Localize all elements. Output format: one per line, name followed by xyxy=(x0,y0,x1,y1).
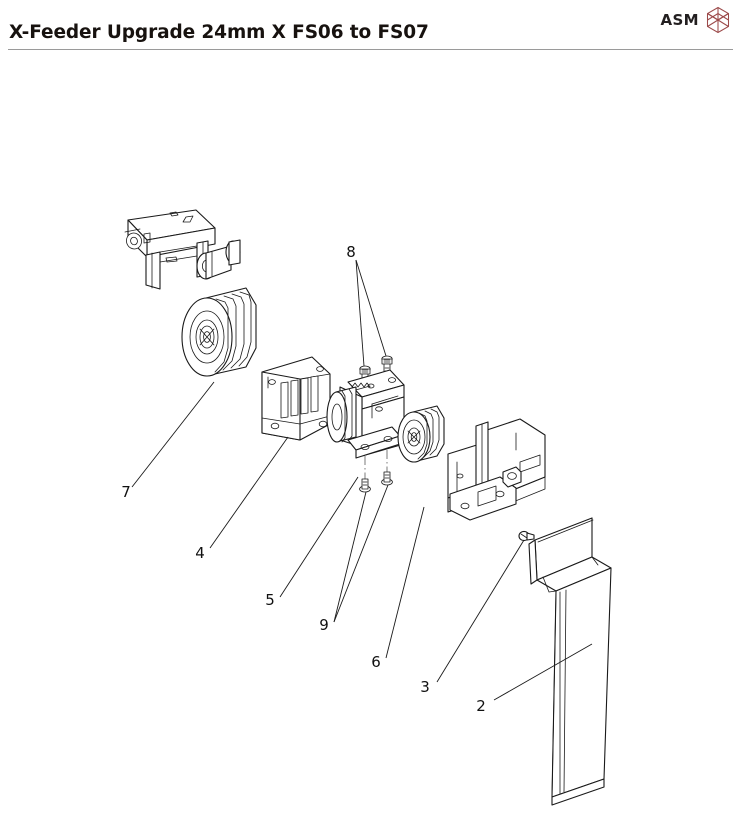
leader-7 xyxy=(131,381,215,488)
leader-9a xyxy=(333,491,367,623)
callout-number-3: 3 xyxy=(420,678,430,696)
screw-lower-right xyxy=(381,471,393,486)
part-housing-frame-bracket xyxy=(447,418,546,521)
leader-lines xyxy=(131,259,593,701)
leader-8b xyxy=(355,259,387,357)
part-center-clamp-bracket xyxy=(326,369,405,459)
callout-number-8: 8 xyxy=(346,243,356,261)
callout-number-6: 6 xyxy=(371,653,381,671)
part-small-ribbed-roller xyxy=(397,405,445,463)
callout-numbers: 7 4 5 9 6 3 2 8 xyxy=(121,243,486,715)
leader-3 xyxy=(436,539,525,683)
page-title: X-Feeder Upgrade 24mm X FS06 to FS07 xyxy=(9,22,429,43)
screw-lower-left xyxy=(359,478,371,493)
callout-number-2: 2 xyxy=(476,697,486,715)
document-header: X-Feeder Upgrade 24mm X FS06 to FS07 ASM xyxy=(0,0,741,52)
brand-lockup: ASM xyxy=(660,6,731,34)
leader-4 xyxy=(209,436,289,549)
part-spool-shaft xyxy=(196,239,241,280)
callout-number-9: 9 xyxy=(319,616,329,634)
part-plate-pin xyxy=(518,530,535,542)
leader-2 xyxy=(493,643,593,701)
part-finned-bracket xyxy=(261,356,331,441)
brand-name: ASM xyxy=(660,11,699,29)
header-divider xyxy=(8,49,733,50)
callout-number-7: 7 xyxy=(121,483,131,501)
leader-6 xyxy=(385,506,425,659)
leader-8a xyxy=(355,259,365,367)
callout-number-5: 5 xyxy=(265,591,275,609)
leader-9b xyxy=(333,484,389,623)
hexagon-logo-icon xyxy=(706,6,730,34)
part-bent-guide-plate xyxy=(528,517,612,806)
exploded-assembly-drawing: .ln { fill:none; stroke:#1a1a1a; stroke-… xyxy=(121,209,612,806)
leader-5 xyxy=(279,476,359,598)
part-large-ribbed-roller xyxy=(181,287,257,377)
callout-number-4: 4 xyxy=(195,544,205,562)
part-lower-screws xyxy=(359,450,393,493)
